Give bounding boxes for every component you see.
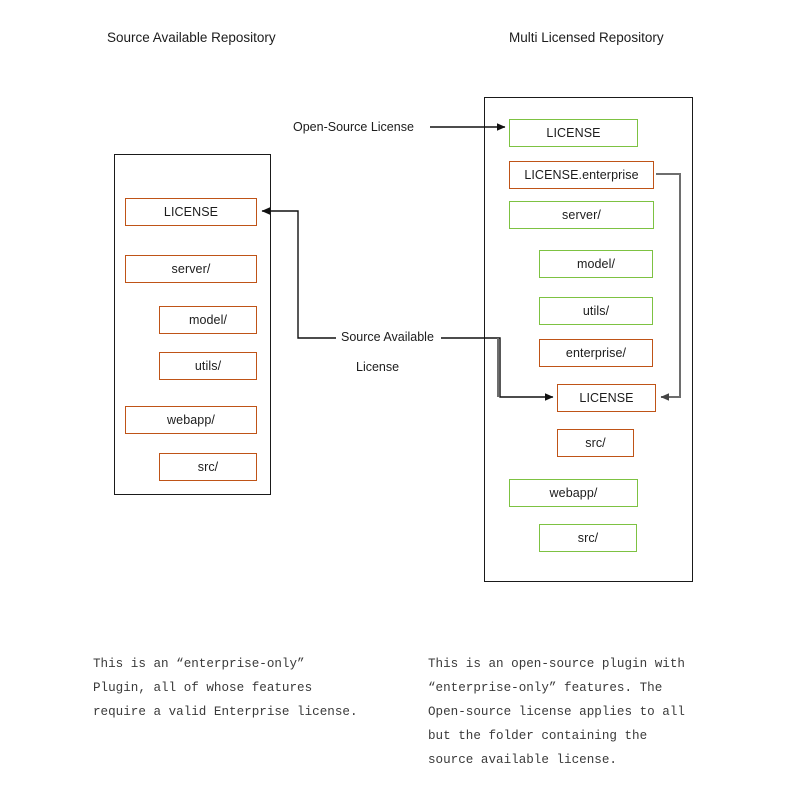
- repo-node-license: LICENSE: [509, 119, 638, 147]
- left-repository-title: Source Available Repository: [107, 30, 276, 45]
- right-repository-title: Multi Licensed Repository: [509, 30, 664, 45]
- repo-node-src: src/: [539, 524, 637, 552]
- label-source-available-line1: Source Available: [341, 330, 434, 344]
- repo-node-utils: utils/: [539, 297, 653, 325]
- right-caption: This is an open-source plugin with “ente…: [428, 657, 685, 767]
- repo-node-webapp: webapp/: [125, 406, 257, 434]
- label-source-available-line2: License: [356, 360, 400, 374]
- label-open-source-license: Open-Source License: [293, 120, 414, 134]
- repo-node-src: src/: [557, 429, 634, 457]
- repo-node-server: server/: [509, 201, 654, 229]
- repo-node-server: server/: [125, 255, 257, 283]
- repo-node-model: model/: [159, 306, 257, 334]
- repo-node-license: LICENSE: [557, 384, 656, 412]
- repo-node-model: model/: [539, 250, 653, 278]
- repo-node-enterprise: enterprise/: [539, 339, 653, 367]
- repo-node-license: LICENSE: [125, 198, 257, 226]
- left-caption: This is an “enterprise-only” Plugin, all…: [93, 657, 358, 719]
- arrow-source-available-to-left-license: [261, 207, 336, 339]
- repo-node-src: src/: [159, 453, 257, 481]
- repo-node-utils: utils/: [159, 352, 257, 380]
- repo-node-license-enterprise: LICENSE.enterprise: [509, 161, 654, 189]
- repo-node-webapp: webapp/: [509, 479, 638, 507]
